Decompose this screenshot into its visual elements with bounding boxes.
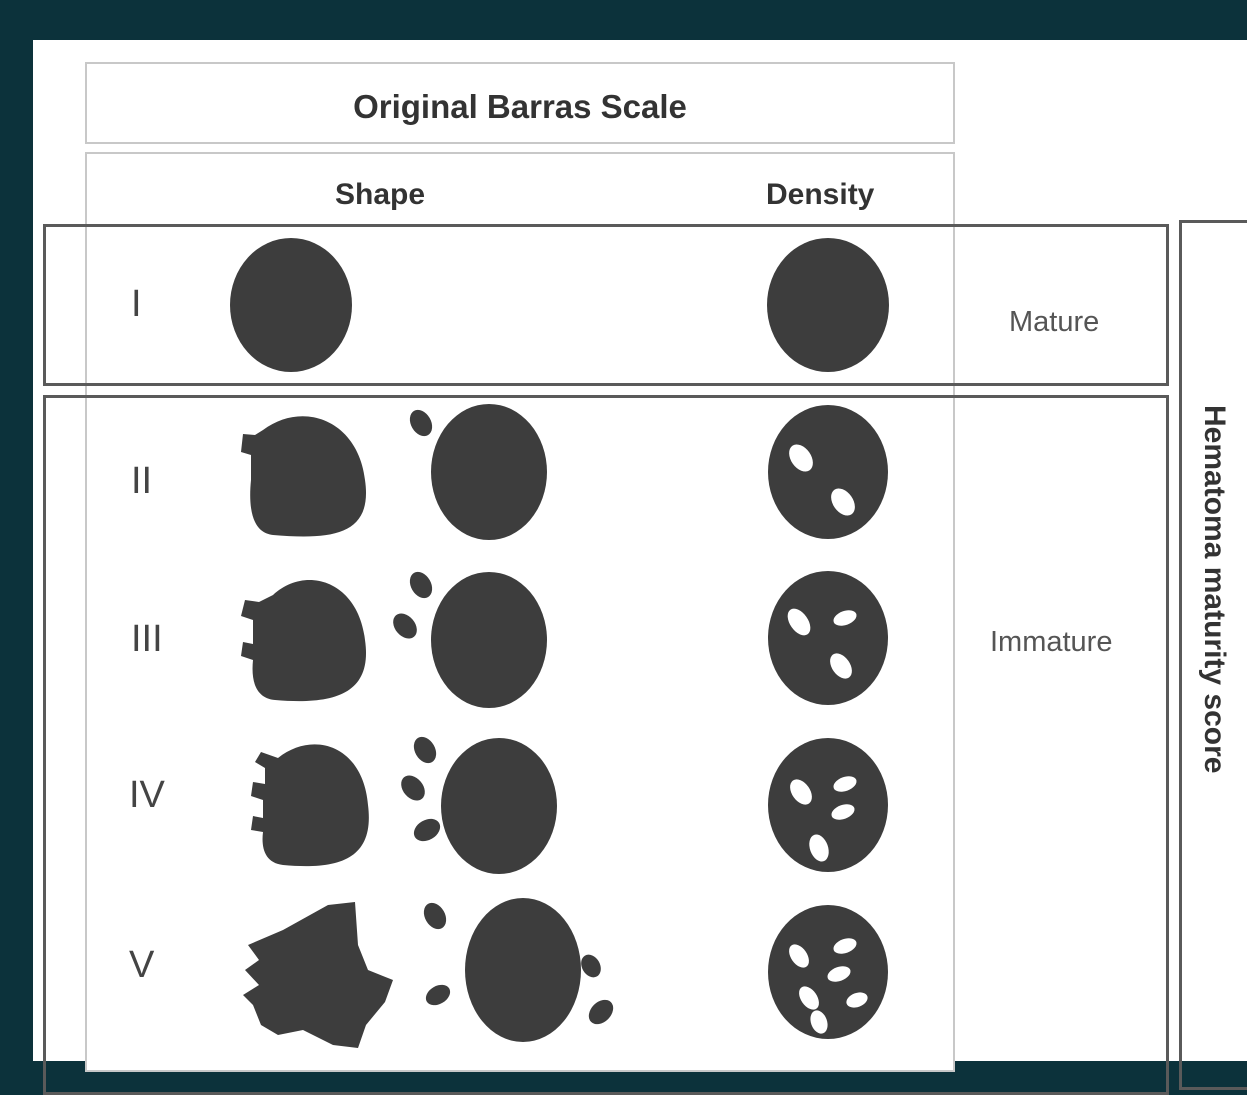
grade-3-shape: [241, 568, 547, 708]
grade-1-shape: [230, 238, 352, 372]
grade-5-density: [768, 905, 888, 1039]
grade-2-shape: [241, 404, 547, 540]
grade-2-density: [768, 405, 888, 539]
shape-illustrations: [33, 40, 1247, 1061]
grade-4-shape: [251, 733, 557, 874]
grade-5-shape: [243, 898, 618, 1048]
diagram-canvas: Original Barras Scale Shape Density I II…: [33, 40, 1247, 1061]
grade-3-density: [768, 571, 888, 705]
grade-4-density: [768, 738, 888, 872]
grade-1-density: [767, 238, 889, 372]
